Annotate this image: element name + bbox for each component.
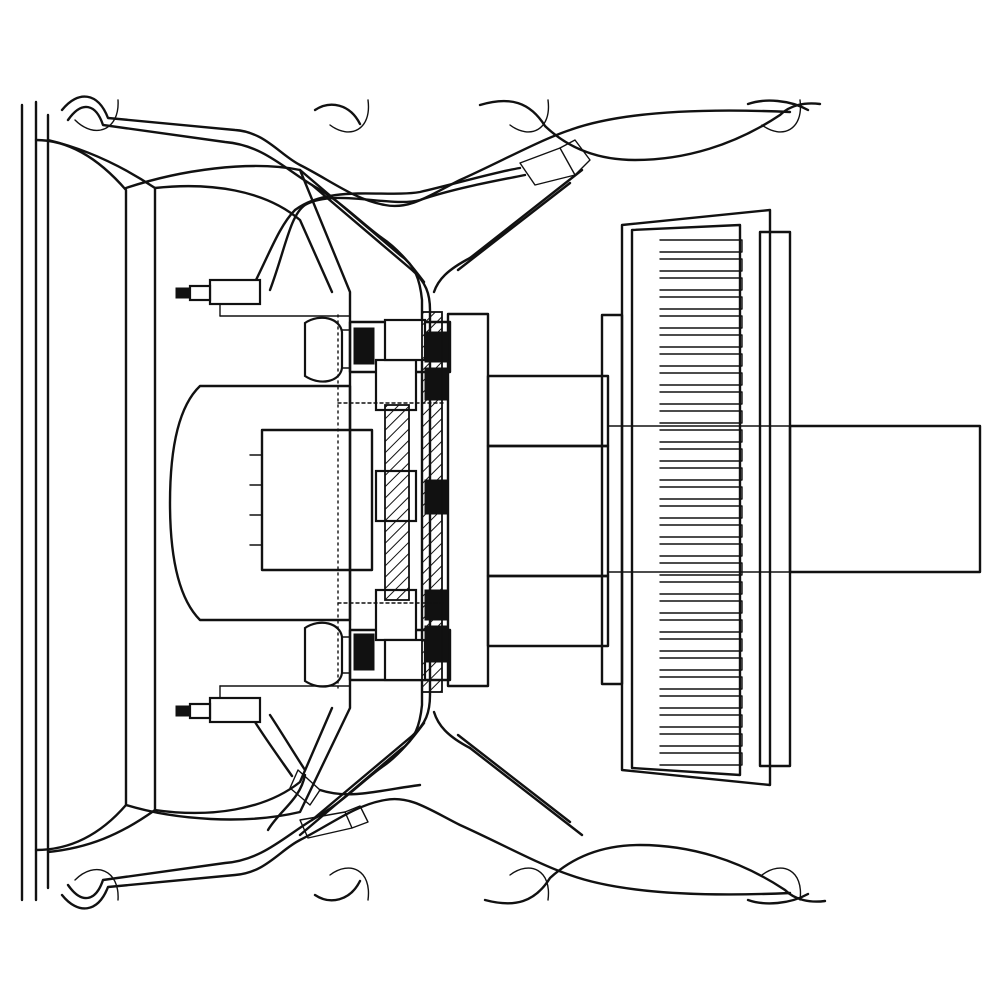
brake-drum-fin <box>659 562 743 576</box>
brake-drum-fin <box>659 638 743 652</box>
brake-drum-fin <box>659 410 743 424</box>
brake-drum-fin <box>659 315 743 329</box>
brake-drum-fin <box>659 334 743 348</box>
brake-drum-fin <box>659 733 743 747</box>
brake-drum-fin <box>659 372 743 386</box>
rim-flange <box>384 311 443 693</box>
brake-drum-fin <box>659 239 743 253</box>
brake-drum-fin <box>659 657 743 671</box>
valve-extensions <box>253 139 591 839</box>
brake-drum-fin <box>659 581 743 595</box>
brake-drum-fin <box>659 752 743 766</box>
outer-rim <box>20 100 352 902</box>
brake-drum-fin <box>659 676 743 690</box>
brake-drum-fin <box>659 353 743 367</box>
brake-drum-fin <box>659 543 743 557</box>
brake-drum-fin <box>659 619 743 633</box>
brake-drum-fin <box>659 467 743 481</box>
hub <box>168 312 610 688</box>
brake-drum <box>600 208 792 787</box>
brake-drum-fin <box>659 486 743 500</box>
brake-drum-fins <box>659 239 743 766</box>
brake-drum-fin <box>659 600 743 614</box>
brake-drum-fin <box>659 277 743 291</box>
brake-drum-fin <box>659 448 743 462</box>
brake-drum-fin <box>659 714 743 728</box>
brake-drum-fin <box>659 524 743 538</box>
brake-drum-fin <box>659 429 743 443</box>
alignment-lines <box>337 314 446 689</box>
tire-contours <box>60 95 827 910</box>
brake-drum-fin <box>659 391 743 405</box>
brake-drum-fin <box>659 695 743 709</box>
brake-drum-fin <box>659 505 743 519</box>
brake-drum-fin <box>659 296 743 310</box>
valve-stems <box>175 278 351 724</box>
brake-drum-fin <box>659 258 743 272</box>
axle-shaft <box>607 424 982 574</box>
